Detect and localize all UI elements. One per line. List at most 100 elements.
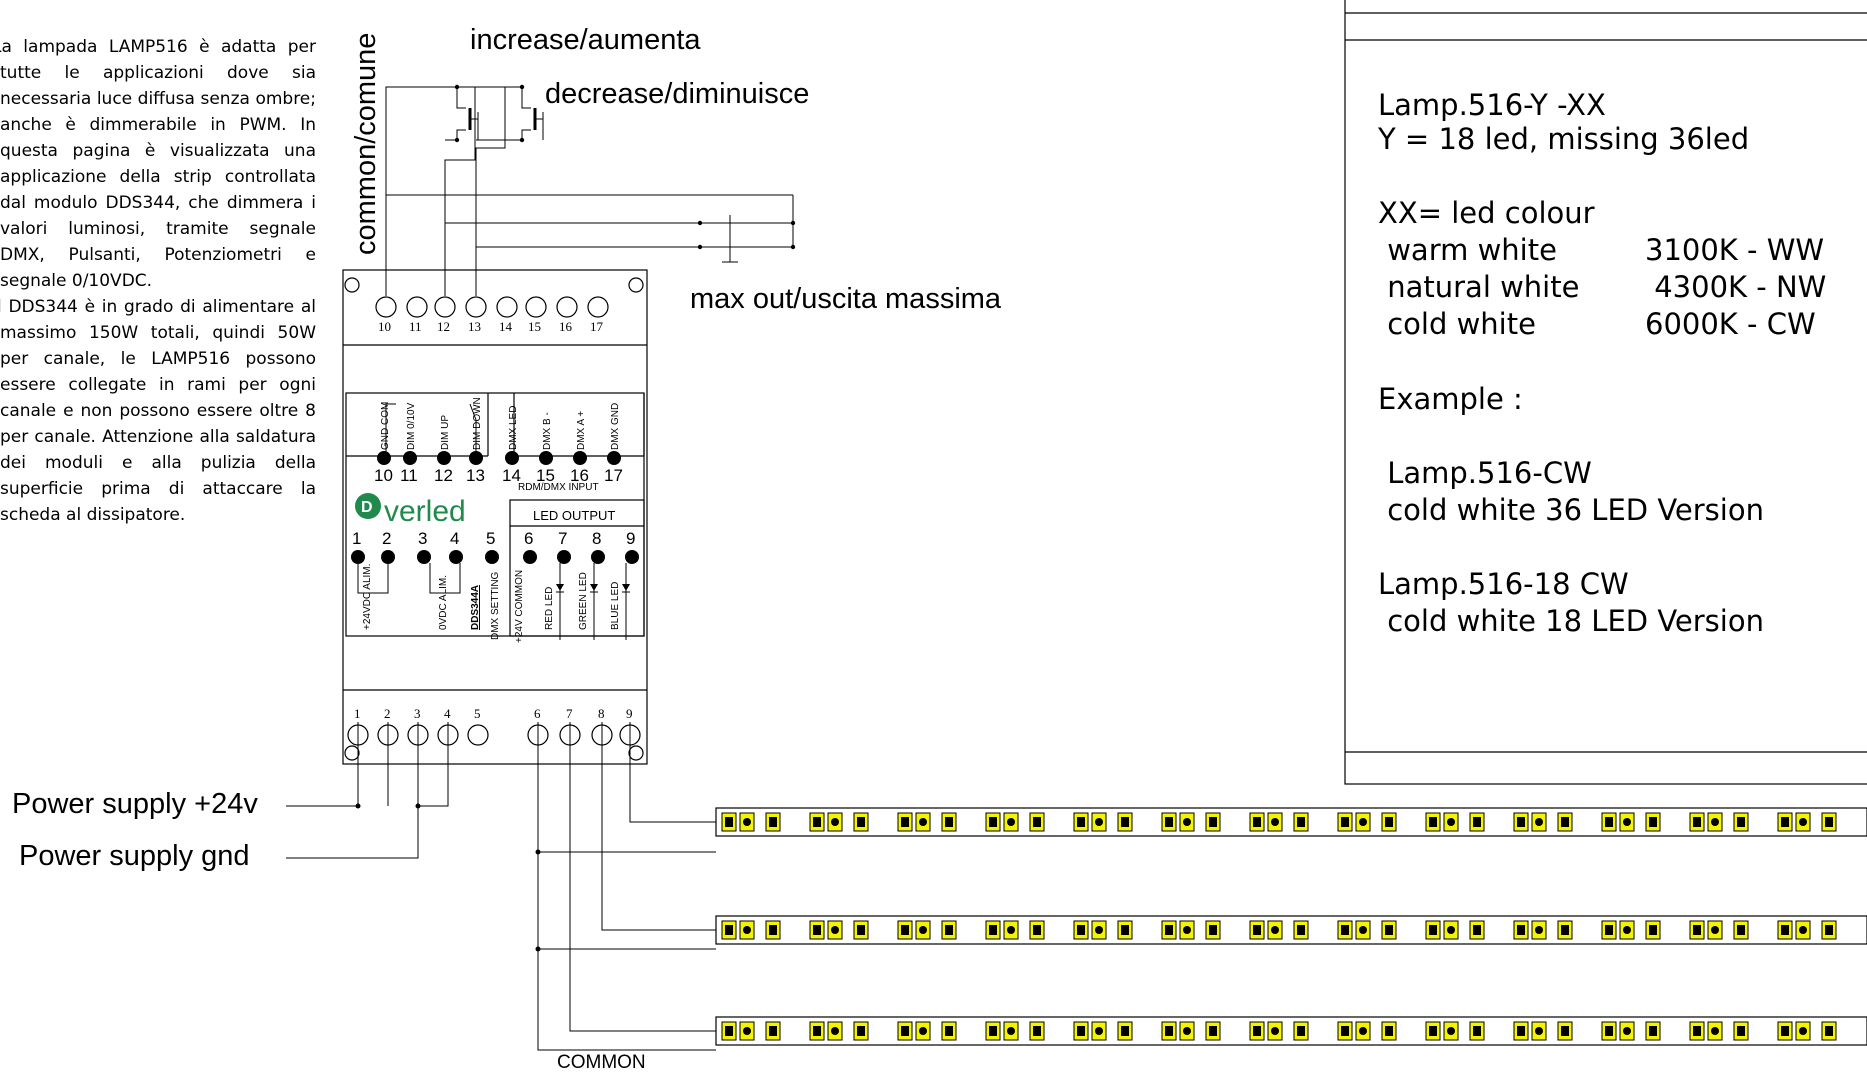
led-chip-core [1781, 817, 1789, 827]
led-chip-core [1605, 817, 1613, 827]
led-strip [715, 915, 1867, 945]
led-chip-core [1623, 1027, 1631, 1035]
common-label: common/comune [350, 32, 382, 255]
panel-example: Example : [1378, 382, 1523, 416]
bottom-terminal-number: 9 [626, 706, 633, 721]
led-chip-core [1077, 817, 1085, 827]
led-chip-core [1165, 817, 1173, 827]
led-chip-core [1121, 1026, 1129, 1036]
overled-logo-icon [355, 493, 381, 519]
led-chip-core [1007, 926, 1015, 934]
upper-pin-number: 17 [604, 466, 623, 485]
led-chip-core [1447, 1027, 1455, 1035]
led-chip-core [919, 926, 927, 934]
led-chip-core [1385, 817, 1393, 827]
led-chip-core [1649, 817, 1657, 827]
led-chip-core [857, 817, 865, 827]
common-24v-label: +24V COMMON [514, 570, 525, 643]
led-chip-core [945, 925, 953, 935]
top-terminal-number: 17 [590, 319, 604, 334]
led-chip-core [1429, 817, 1437, 827]
lower-pin [591, 550, 605, 564]
led-chip-core [743, 818, 751, 826]
model-label: DDS344A [470, 585, 481, 630]
top-terminal [525, 296, 547, 318]
led-chip-core [1183, 1027, 1191, 1035]
upper-pin-label: DMX A + [576, 411, 587, 450]
led-chip-core [989, 817, 997, 827]
led-chip-core [769, 925, 777, 935]
upper-pin [539, 451, 553, 465]
led-chip-core [1711, 1027, 1719, 1035]
led-chip-core [813, 925, 821, 935]
led-chip-core [1121, 817, 1129, 827]
led-chip-core [1825, 817, 1833, 827]
led-chip-core [1693, 817, 1701, 827]
bottom-terminal-number: 5 [474, 706, 481, 721]
led-chip-core [945, 817, 953, 827]
description-paragraph-2: Il DDS344 è in grado di alimentare al ma… [0, 297, 316, 525]
lower-pin [625, 550, 639, 564]
led-chip-core [1183, 818, 1191, 826]
led-chip-core [989, 1026, 997, 1036]
upper-pin [437, 451, 451, 465]
upper-pin-label: DMX LED [508, 406, 519, 450]
lower-pin-number: 5 [486, 529, 495, 548]
led-chip-core [1825, 925, 1833, 935]
led-chip-core [1077, 925, 1085, 935]
description-text: La lampada LAMP516 è adatta per tutte le… [0, 34, 316, 528]
upper-pin-number: 15 [536, 466, 555, 485]
led-chip-core [1033, 925, 1041, 935]
led-chip-core [1737, 925, 1745, 935]
example2-desc: cold white 18 LED Version [1378, 604, 1764, 638]
bottom-terminal-number: 8 [598, 706, 605, 721]
led-chip-core [919, 1027, 927, 1035]
upper-pin-number: 16 [570, 466, 589, 485]
lower-pin-number: 6 [524, 529, 533, 548]
decrease-label: decrease/diminuisce [545, 78, 810, 110]
upper-pin [403, 451, 417, 465]
alim-24v-label: +24VDC ALIM. [362, 564, 373, 630]
led-chip-core [1165, 925, 1173, 935]
led-chip-core [1253, 817, 1261, 827]
lower-pin [417, 550, 431, 564]
dmx-setting-label: DMX SETTING [490, 571, 501, 640]
lower-pin [381, 550, 395, 564]
colour-natural-name: natural white [1378, 270, 1580, 304]
led-chip-core [769, 1026, 777, 1036]
bottom-terminal-number: 7 [566, 706, 573, 721]
led-chip-core [769, 817, 777, 827]
led-chip-core [919, 818, 927, 826]
led-chip-core [1799, 818, 1807, 826]
increase-label: increase/aumenta [470, 24, 701, 56]
led-chip-core [725, 817, 733, 827]
colour-warm-name: warm white [1378, 233, 1557, 267]
led-chip-core [1561, 817, 1569, 827]
led-chip-core [1297, 817, 1305, 827]
led-chip-core [831, 926, 839, 934]
led-chip-core [1341, 925, 1349, 935]
upper-pin [607, 451, 621, 465]
led-chip-core [857, 925, 865, 935]
led-chip-core [1359, 1027, 1367, 1035]
led-chip-core [1623, 818, 1631, 826]
upper-pin [573, 451, 587, 465]
led-chip-core [1737, 1026, 1745, 1036]
led-chip-core [1799, 926, 1807, 934]
bottom-terminal [467, 724, 489, 746]
led-chip-core [1271, 1027, 1279, 1035]
led-chip-core [901, 817, 909, 827]
led-chip-core [1271, 818, 1279, 826]
top-terminal-number: 16 [559, 319, 573, 334]
led-chip-core [1429, 925, 1437, 935]
led-chip-core [743, 1027, 751, 1035]
led-chip-core [1209, 817, 1217, 827]
top-terminal-number: 11 [409, 319, 422, 334]
led-strip [715, 807, 1867, 837]
led-chip-core [1095, 1027, 1103, 1035]
lower-pin-number: 4 [450, 529, 459, 548]
led-chip-core [1693, 925, 1701, 935]
upper-pin-number: 13 [466, 466, 485, 485]
led-chip-core [1473, 817, 1481, 827]
colour-cold-code: 6000K - CW [1645, 307, 1816, 341]
